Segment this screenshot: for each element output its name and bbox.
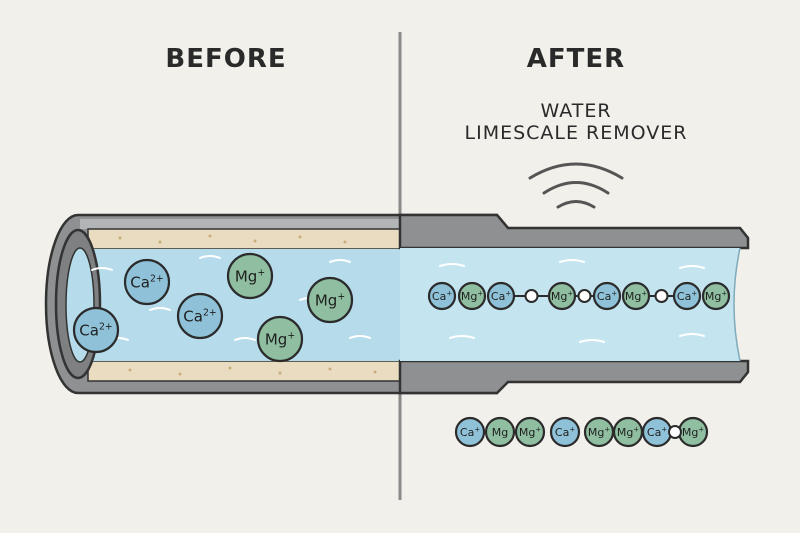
ion-label: Mg+: [682, 425, 704, 438]
free-ion: Mg+: [226, 252, 274, 300]
ion-label: Mg+: [519, 425, 541, 438]
ion-label: Mg+: [617, 425, 639, 438]
limescale-speckles: [118, 234, 377, 376]
chain-ion-outside: Ca+: [454, 416, 486, 448]
device-label-line2: LIMESCALE REMOVER: [464, 122, 688, 144]
chain-ion-outside: Ca+: [641, 416, 673, 448]
ion-label: Mg+: [551, 289, 573, 302]
ion-label: Mg+: [625, 289, 647, 302]
ion-label: Ca2+: [130, 273, 163, 291]
ion-label: Ca+: [460, 425, 480, 438]
chain-ion-inside: Ca+: [672, 281, 702, 311]
chain-ion-outside: Mg+: [514, 416, 546, 448]
bond-bead: [524, 289, 539, 303]
chain-ion-outside: Ca+: [549, 416, 581, 448]
limescale-top: [87, 228, 401, 250]
ion-label: Mg+: [235, 267, 265, 285]
after-pipe-top-wall: [398, 213, 750, 250]
chain-ion-outside: Mg+: [677, 416, 709, 448]
chain-ion-outside: Mg+: [583, 416, 615, 448]
ion-label: Ca+: [555, 425, 575, 438]
ion-label: Ca2+: [79, 321, 112, 339]
free-ion: Mg+: [256, 315, 304, 363]
ion-label: Ca+: [491, 289, 511, 302]
wave-signal-icon: [528, 162, 624, 209]
chain-ion-outside: Mg+: [612, 416, 644, 448]
bond-bead: [654, 289, 669, 303]
ion-label: Ca+: [597, 289, 617, 302]
free-ion: Ca2+: [176, 292, 224, 340]
chain-ion-inside: Mg+: [457, 281, 487, 311]
chain-ion-outside: Mg: [484, 416, 516, 448]
chain-ion-inside: Ca+: [486, 281, 516, 311]
before-title: BEFORE: [165, 44, 287, 74]
ion-label: Mg+: [705, 289, 727, 302]
ion-label: Ca+: [432, 289, 452, 302]
chain-ion-inside: Mg+: [621, 281, 651, 311]
ion-label: Mg+: [461, 289, 483, 302]
ion-label: Ca2+: [183, 307, 216, 325]
chain-ion-inside: Ca+: [592, 281, 622, 311]
free-ion: Ca2+: [72, 306, 120, 354]
chain-ion-inside: Mg+: [547, 281, 577, 311]
ion-label: Ca+: [647, 425, 667, 438]
chain-ion-inside: Mg+: [701, 281, 731, 311]
bond-bead: [577, 289, 592, 303]
ion-label: Mg+: [315, 291, 345, 309]
after-pipe-end: [733, 247, 741, 362]
ion-label: Mg+: [588, 425, 610, 438]
free-ion: Mg+: [306, 276, 354, 324]
wall-highlight: [80, 219, 503, 229]
ion-label: Mg: [492, 426, 508, 439]
chain-ion-inside: Ca+: [427, 281, 457, 311]
after-pipe-bottom-wall: [398, 359, 750, 395]
limescale-bottom: [87, 360, 401, 382]
free-ion: Ca2+: [123, 258, 171, 306]
after-title: AFTER: [526, 44, 626, 74]
bond-bead: [668, 425, 682, 439]
ion-label: Mg+: [265, 330, 295, 348]
device-label-line1: WATER: [540, 100, 612, 122]
ion-label: Ca+: [677, 289, 697, 302]
